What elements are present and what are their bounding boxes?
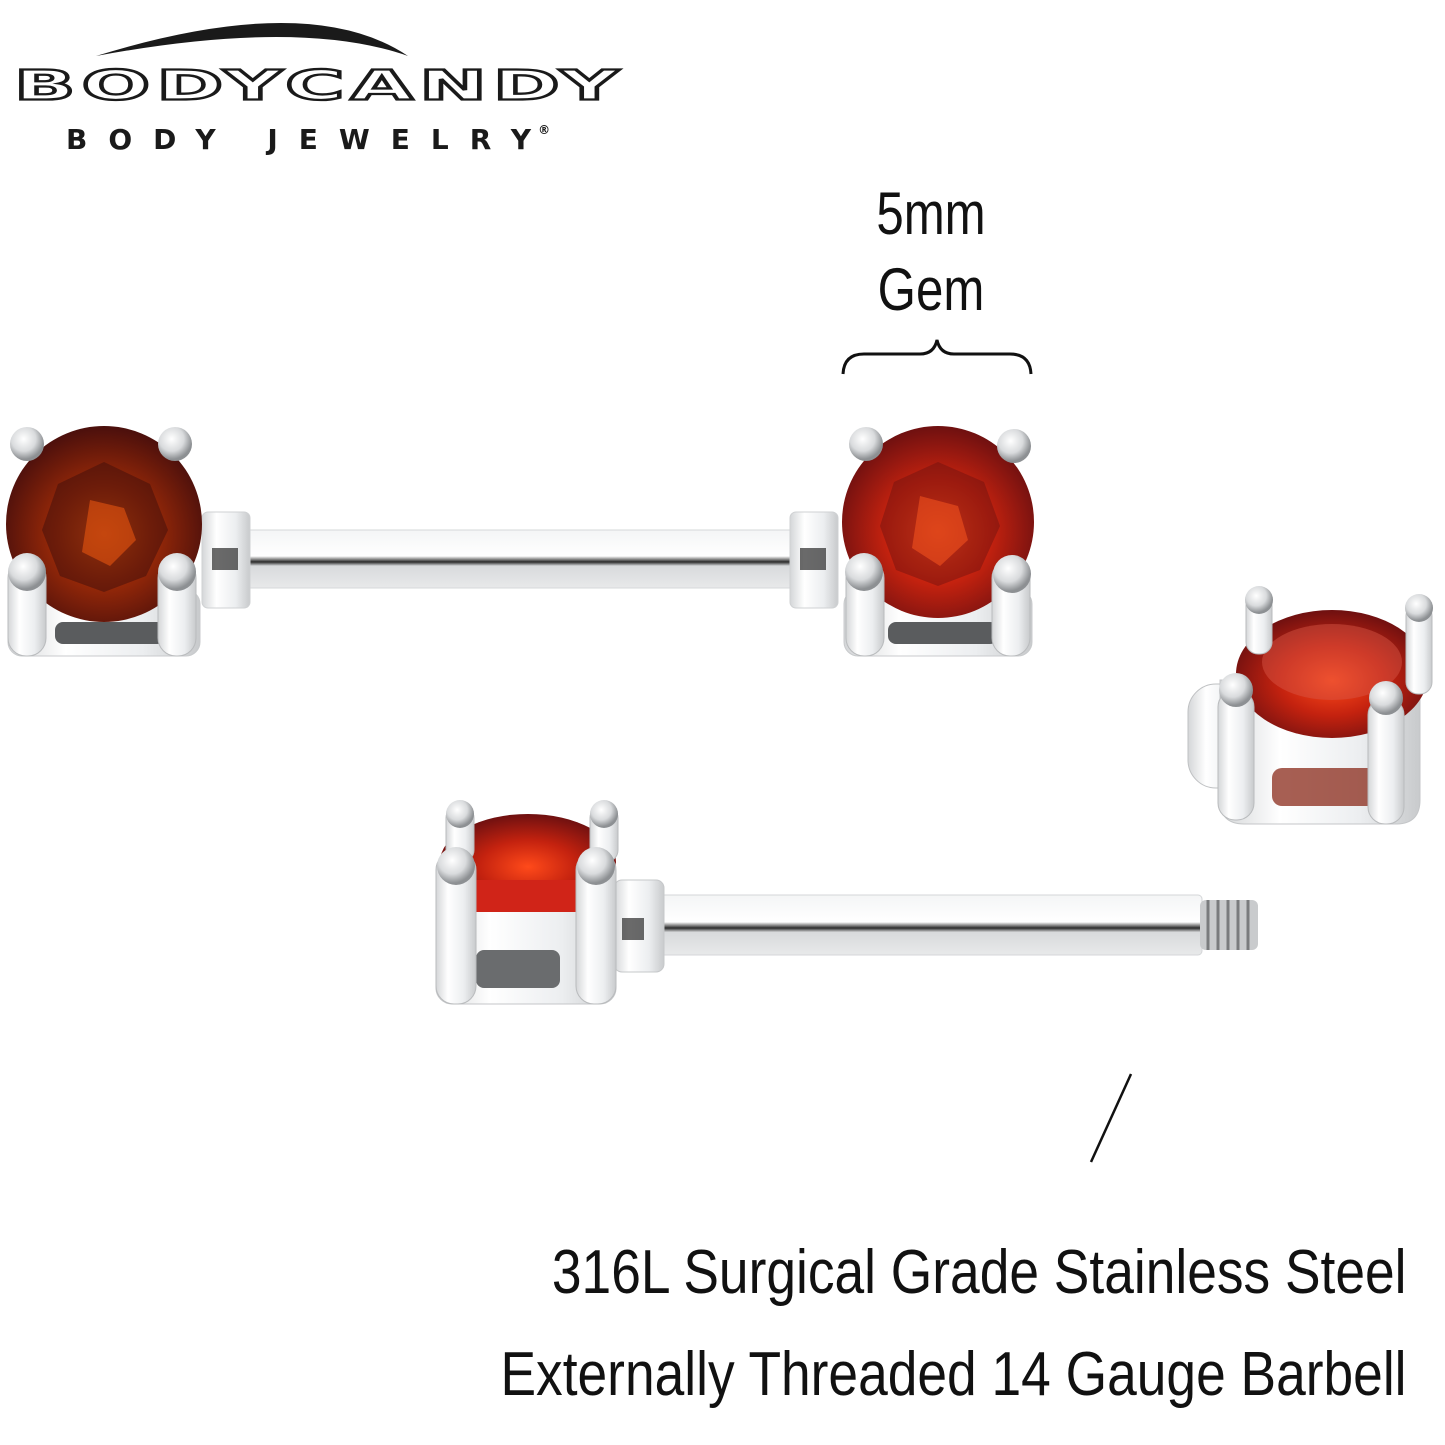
brand-tagline: BODY JEWELRY® [66,123,564,156]
assembled-barbell [6,426,1034,657]
detached-gem-end [1187,586,1433,825]
brand-tagline-text: BODY JEWELRY [66,123,553,156]
threaded-barbell [435,800,1258,1005]
curly-brace-icon [841,339,1033,375]
spec-type: Externally Threaded 14 Gauge Barbell [500,1340,1407,1409]
thread-end [1200,900,1258,950]
logo-arc-icon [96,23,408,56]
spec-material: 316L Surgical Grade Stainless Steel [552,1238,1407,1307]
gem-size-value: 5mm [876,180,986,247]
brand-wordmark: BODYCANDY [12,62,625,110]
gem-size-annotation: 5mm Gem [853,176,1009,328]
gem-size-label: Gem [877,256,985,323]
registered-mark: ® [538,123,551,137]
brand-logo: BODYCANDY BODY JEWELRY® [0,0,680,180]
product-specs: 316L Surgical Grade Stainless Steel Exte… [501,1222,1407,1426]
callout-line [1089,1073,1133,1163]
